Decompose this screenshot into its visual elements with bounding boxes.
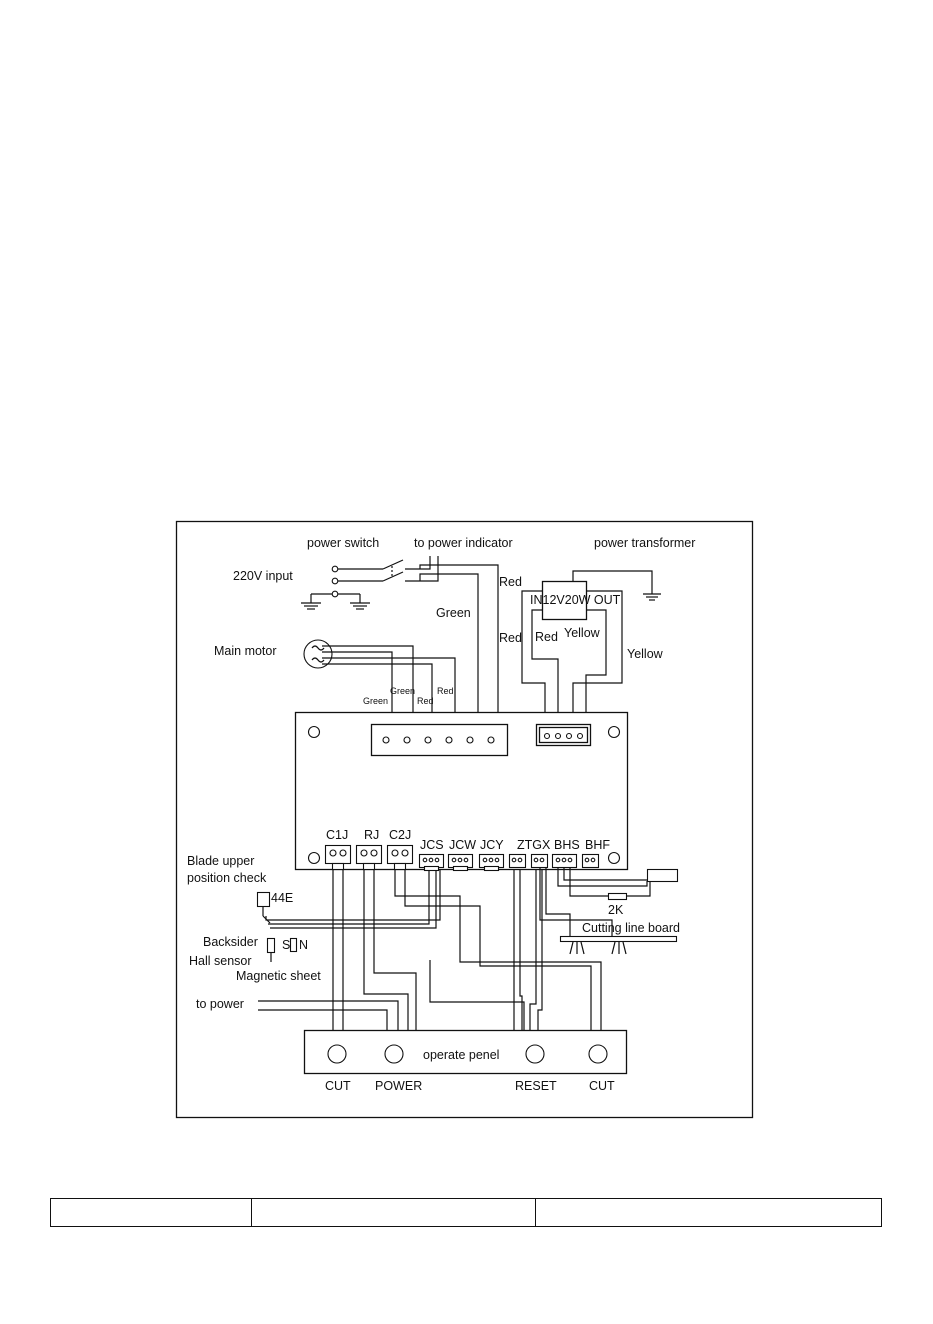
hall-sensor-symbol xyxy=(266,937,298,962)
connector-bhs xyxy=(551,853,578,869)
label-red-small-1: Red xyxy=(437,686,454,696)
connector-jcw xyxy=(447,853,474,872)
power-transformer xyxy=(521,570,661,712)
reset-button xyxy=(525,1044,545,1064)
label-wire-red-2: Red xyxy=(499,631,522,645)
label-to-power-indicator: to power indicator xyxy=(414,536,513,550)
label-2k-resistor: 2K xyxy=(608,903,624,917)
power-button xyxy=(384,1044,404,1064)
label-to-power: to power xyxy=(196,997,244,1011)
label-220v-input: 220V input xyxy=(233,569,293,583)
connector-label-c1j: C1J xyxy=(326,828,348,842)
label-red-small-2: Red xyxy=(417,696,434,706)
main-motor-symbol xyxy=(303,639,456,712)
connector-label-jcw: JCW xyxy=(449,838,476,852)
label-wire-red-1: Red xyxy=(499,575,522,589)
label-power-switch: power switch xyxy=(307,536,379,550)
label-wire-yellow-2: Yellow xyxy=(627,647,664,661)
label-hall-sensor: Hall sensor xyxy=(189,954,252,968)
label-transformer-rating: IN12V20W OUT xyxy=(530,593,621,607)
table-cell xyxy=(251,1198,536,1227)
label-backsider: Backsider xyxy=(203,935,258,949)
connector-rj xyxy=(355,844,383,871)
connector-label-rj: RJ xyxy=(364,828,379,842)
label-wire-red-3: Red xyxy=(535,630,558,644)
connector-label-bhs: BHS xyxy=(554,838,580,852)
button-label-cut-right: CUT xyxy=(589,1079,615,1093)
label-44e: 44E xyxy=(271,891,293,905)
cut-button-right xyxy=(588,1044,608,1064)
table-row xyxy=(50,1198,882,1227)
connector-label-c2j: C2J xyxy=(389,828,411,842)
label-blade-upper: Blade upper xyxy=(187,854,254,868)
connector-c1j xyxy=(324,844,352,871)
label-wire-green: Green xyxy=(436,606,471,620)
connector-bhf xyxy=(581,853,600,869)
label-main-motor: Main motor xyxy=(214,644,277,658)
sensor-44e xyxy=(256,870,441,929)
button-label-power: POWER xyxy=(375,1079,422,1093)
label-cutting-line-board: Cutting line board xyxy=(582,921,680,935)
label-s: S xyxy=(282,938,290,952)
cutting-line-wiring xyxy=(539,868,679,955)
connector-label-jcs: JCS xyxy=(420,838,444,852)
label-operate-panel: operate penel xyxy=(423,1048,499,1062)
label-magnetic-sheet: Magnetic sheet xyxy=(236,969,321,983)
label-n: N xyxy=(299,938,308,952)
connector-c2j xyxy=(386,844,414,871)
board-to-panel-wires xyxy=(332,870,602,1030)
connector-label-jcy: JCY xyxy=(480,838,504,852)
input-terminals xyxy=(301,565,383,610)
connector-jcy xyxy=(478,853,505,872)
connector-ztgx xyxy=(508,853,549,869)
diagram-frame xyxy=(175,520,754,1119)
label-green-small-1: Green xyxy=(390,686,415,696)
table-cell xyxy=(535,1198,882,1227)
operate-panel xyxy=(303,1029,628,1075)
button-label-reset: RESET xyxy=(515,1079,557,1093)
label-position-check: position check xyxy=(187,871,267,885)
label-green-small-2: Green xyxy=(363,696,388,706)
footer-table xyxy=(50,1198,882,1227)
button-label-cut-left: CUT xyxy=(325,1079,351,1093)
label-power-transformer: power transformer xyxy=(594,536,695,550)
cut-button-left xyxy=(327,1044,347,1064)
connector-label-bhf: BHF xyxy=(585,838,610,852)
connector-label-ztgx: ZTGX xyxy=(517,838,551,852)
to-power-wires xyxy=(258,1000,399,1030)
label-wire-yellow-1: Yellow xyxy=(564,626,601,640)
power-switch-symbol xyxy=(382,556,499,712)
connector-jcs xyxy=(418,853,445,872)
table-cell xyxy=(50,1198,252,1227)
